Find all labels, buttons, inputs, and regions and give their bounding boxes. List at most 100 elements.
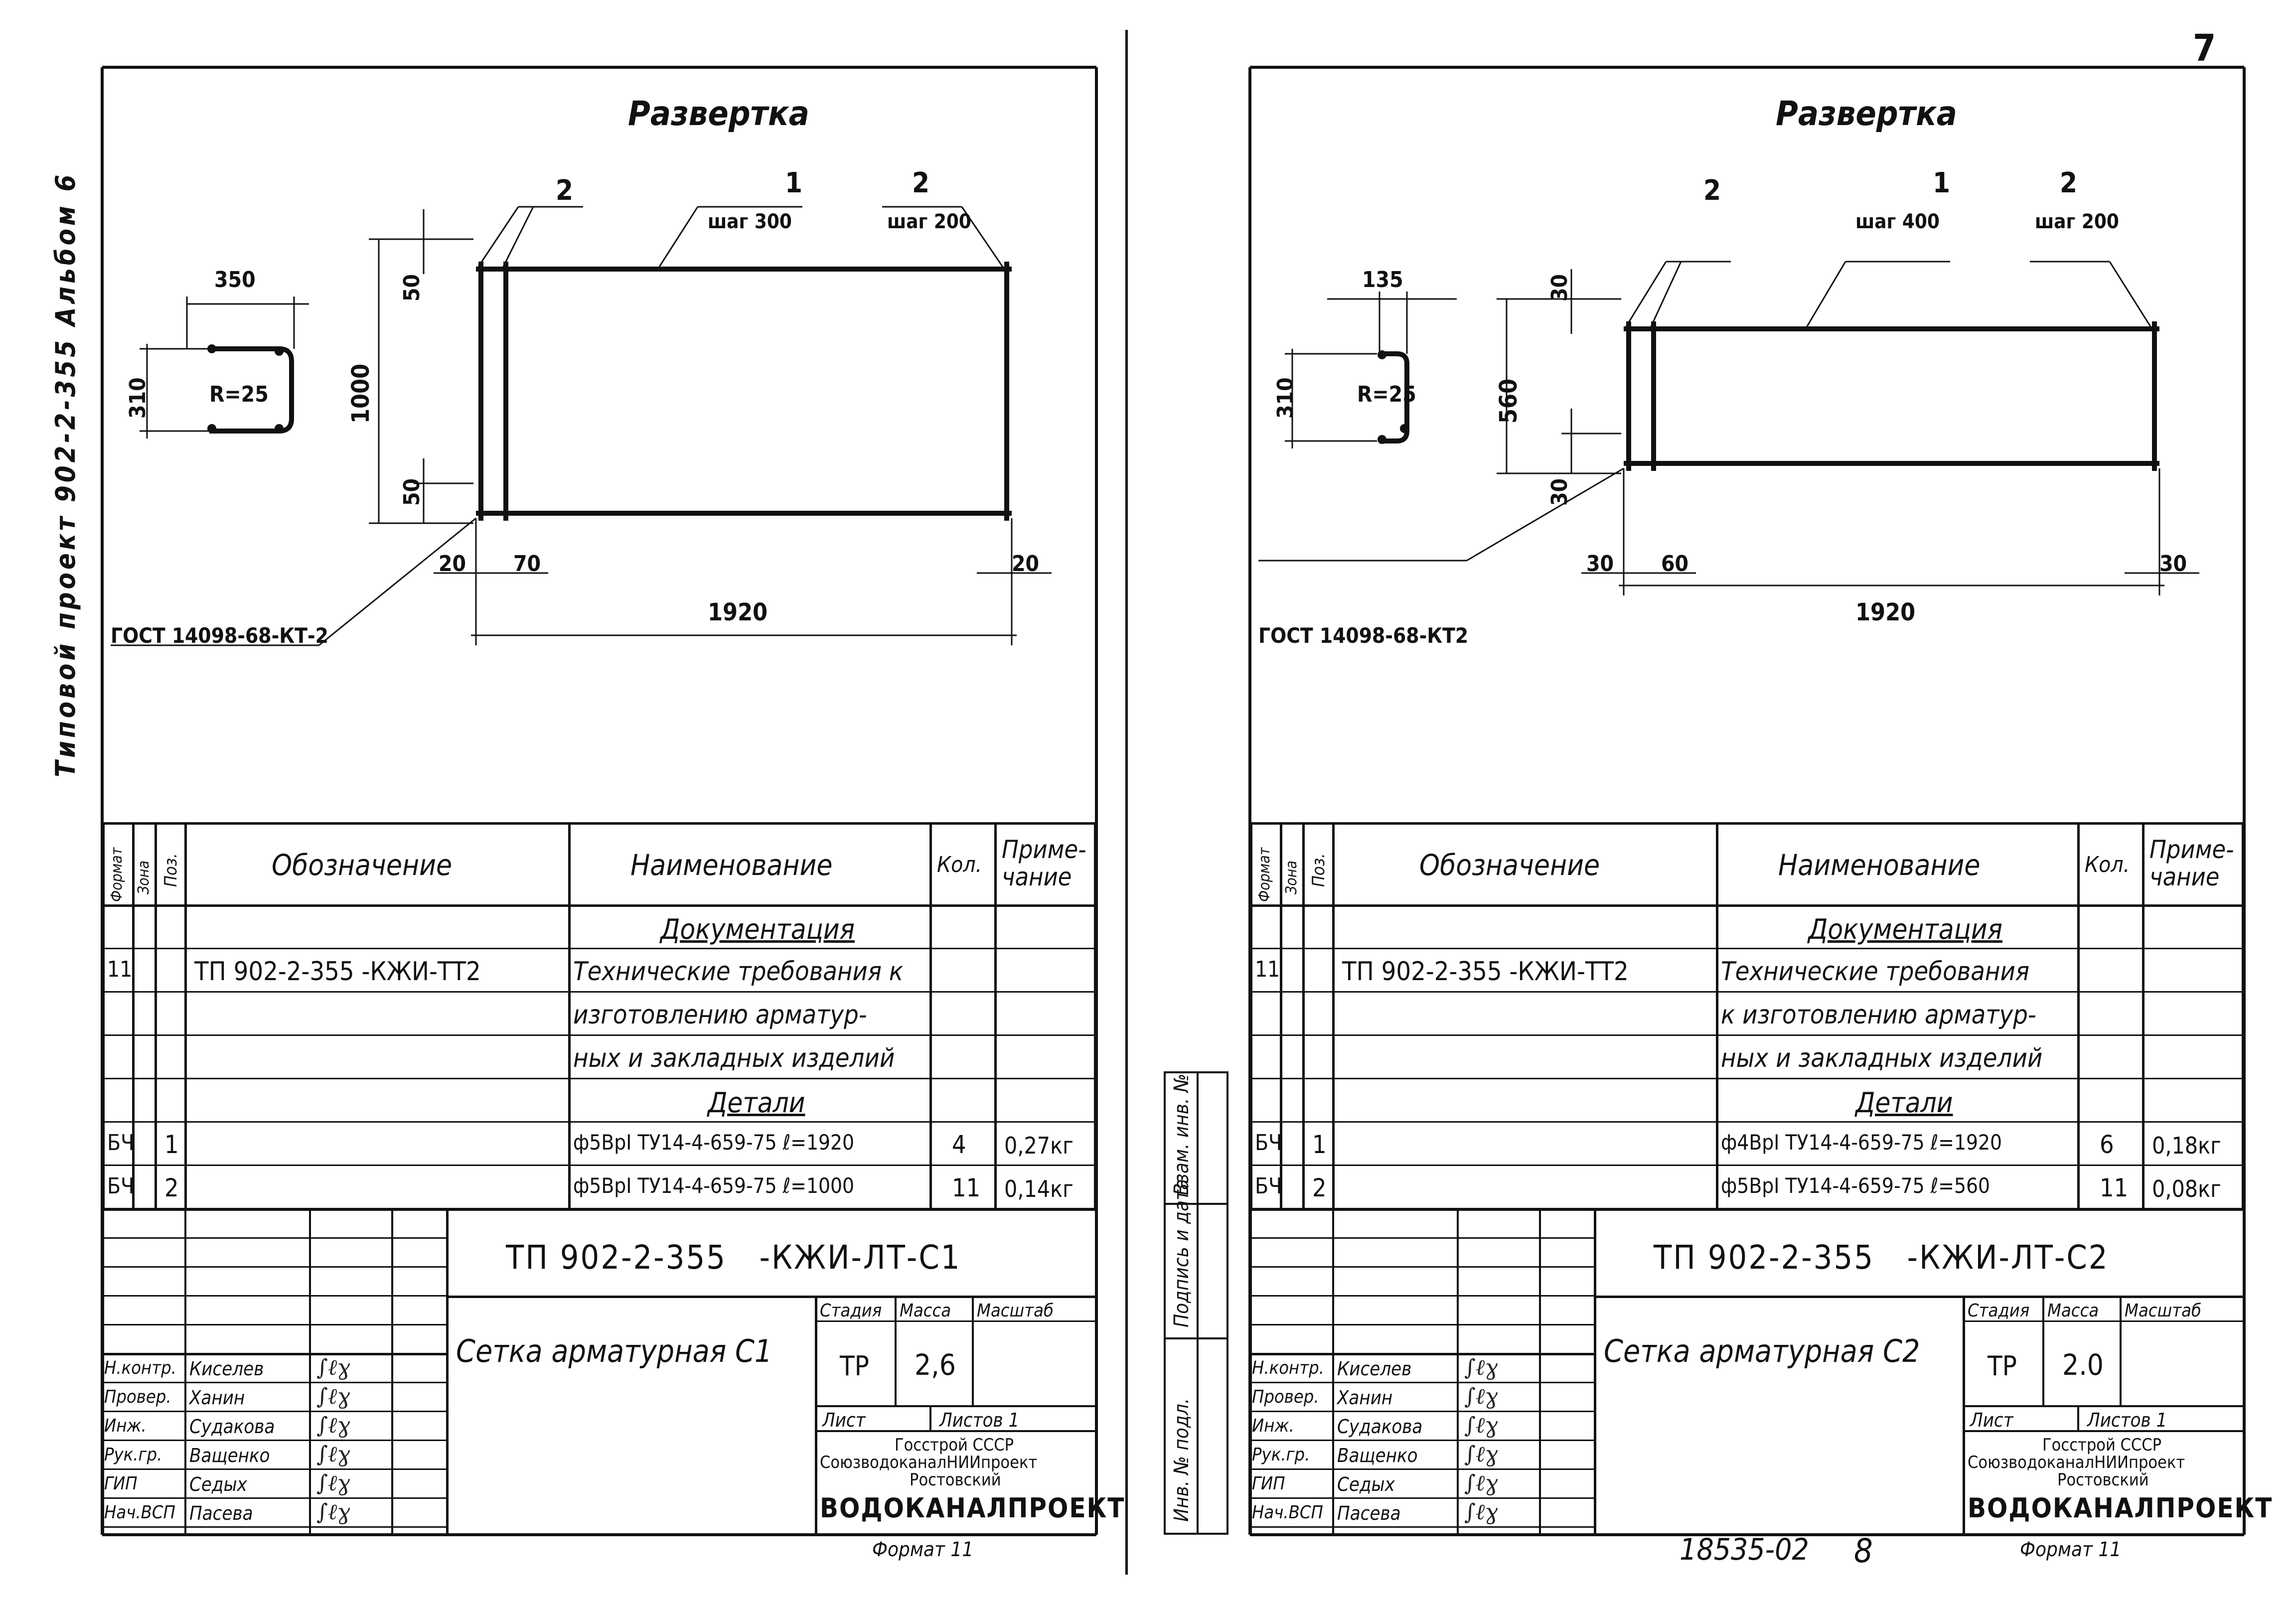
spec-header-pos: Поз.	[161, 853, 181, 887]
stirrup-profile	[1379, 351, 1409, 443]
spec-header-qty: Кол.	[2085, 852, 2130, 877]
stamp-role: Рук.гр.	[1252, 1445, 1310, 1465]
profile-width-label: 350	[214, 267, 256, 292]
stamp-person: Ващенко	[189, 1445, 270, 1466]
tblock-mid-col	[446, 1208, 449, 1535]
callout-pos1: 1	[1933, 167, 1951, 199]
spec-cell-name: изготовлению арматур-	[573, 1000, 867, 1030]
stamp-info-row	[815, 1320, 1096, 1322]
spec-cell-note: 0,18кг	[2152, 1132, 2221, 1159]
signature: ∫ℓɣ	[316, 1355, 350, 1380]
stamp-sheets-label: Листов 1	[939, 1409, 1020, 1431]
tblock-col-line	[102, 1208, 104, 1535]
tblock-row-line	[1250, 1266, 1594, 1268]
stamp-role: Н.контр.	[104, 1358, 176, 1378]
weld-point	[1400, 424, 1409, 433]
signature: ∫ℓɣ	[1464, 1470, 1498, 1496]
tblock-row-line	[102, 1382, 446, 1383]
stamp-role: Нач.ВСП	[1252, 1502, 1323, 1523]
spec-cell-name: к изготовлению арматур-	[1721, 1000, 2036, 1030]
tblock-row-line	[102, 1266, 446, 1268]
stamp-role: Рук.гр.	[104, 1445, 162, 1465]
spec-col-line	[184, 822, 187, 1208]
stamp-person: Киселев	[189, 1358, 264, 1380]
spec-cell-pos: 2	[1312, 1173, 1327, 1202]
tblock-row-line	[102, 1295, 446, 1297]
callout-pos1-step: шаг 400	[1855, 210, 1940, 233]
tblock-col-line	[1539, 1208, 1541, 1535]
spec-cell-name: ф5ВрI ТУ14-4-659-75 ℓ=560	[1721, 1173, 1990, 1198]
spec-cell-note: 0,27кг	[1004, 1132, 1073, 1159]
right-a-label: 20	[1012, 551, 1040, 577]
stamp-role: Провер.	[1252, 1387, 1319, 1407]
spec-cell-format: БЧ	[107, 1173, 135, 1199]
tblock-col-line	[1332, 1208, 1334, 1535]
stamp-sheet-label: Лист	[822, 1409, 866, 1431]
gost-callout: ГОСТ 14098-68-КТ2	[1258, 623, 1469, 648]
spec-row-line	[102, 1165, 1096, 1166]
page-number: 7	[2193, 27, 2216, 70]
stamp-info-row	[1963, 1320, 2244, 1322]
signature: ∫ℓɣ	[1464, 1355, 1498, 1380]
tblock-row-line	[1250, 1526, 1594, 1528]
sheet-divider	[1125, 30, 1128, 1575]
signature: ∫ℓɣ	[316, 1413, 350, 1438]
length-total-label: 1920	[1855, 598, 1916, 626]
signature: ∫ℓɣ	[316, 1470, 350, 1496]
tblock-mid-col	[1594, 1208, 1596, 1535]
spec-cell-format: БЧ	[107, 1130, 135, 1156]
stamp-sheets-label: Листов 1	[2087, 1409, 2167, 1431]
stamp-person: Ханин	[189, 1387, 245, 1409]
tblock-row-line	[102, 1497, 446, 1499]
spec-header-line	[1250, 904, 2244, 907]
bottom-offset-label: 50	[399, 478, 425, 506]
stamp-info-col	[895, 1296, 897, 1405]
stamp-org-3: Ростовский	[2057, 1470, 2149, 1490]
stamp-person: Седых	[1337, 1473, 1395, 1495]
callout-pos2b: 2	[2060, 167, 2078, 199]
spec-row-line	[102, 1078, 1096, 1079]
stamp-code: ТП 902-2-355 -КЖИ-ЛТ-С1	[506, 1238, 961, 1277]
tblock-row-line	[1250, 1295, 1594, 1297]
spec-col-line	[2077, 822, 2080, 1208]
spec-col-line	[2242, 822, 2244, 1208]
spec-cell-pos: 1	[164, 1130, 179, 1159]
stamp-mass-label: Масса	[900, 1301, 951, 1321]
profile-height-label: 310	[125, 377, 151, 419]
spec-header-zone: Зона	[1283, 861, 1300, 894]
spec-cell-pos: 2	[164, 1173, 179, 1202]
tblock-row-line	[1250, 1353, 1594, 1355]
stamp-stage: ТР	[1988, 1350, 2017, 1382]
spec-cell-format: 11	[1255, 957, 1280, 982]
weld-point	[207, 344, 216, 353]
stamp-info-row	[815, 1430, 1096, 1432]
stamp-info-col	[2120, 1296, 2122, 1405]
spec-col-line	[1302, 822, 1305, 1208]
stamp-code: ТП 902-2-355 -КЖИ-ЛТ-С2	[1654, 1238, 2109, 1277]
spec-cell-designation: ТП 902-2-355 -КЖИ-ТТ2	[194, 957, 481, 987]
signature: ∫ℓɣ	[1464, 1442, 1498, 1467]
callout-pos2a: 2	[556, 174, 574, 207]
spec-cell-section: Документация	[1808, 913, 2002, 946]
tblock-row-line	[1250, 1468, 1594, 1470]
spec-cell-pos: 1	[1312, 1130, 1327, 1159]
spec-cell-name: ф5ВрI ТУ14-4-659-75 ℓ=1000	[573, 1173, 855, 1198]
spec-col-line	[1280, 822, 1282, 1208]
spec-row-line	[102, 948, 1096, 949]
spec-cell-qty: 11	[2100, 1173, 2129, 1202]
stamp-sheet-label: Лист	[1970, 1409, 2013, 1431]
spec-header-qty: Кол.	[937, 852, 982, 877]
tblock-col-line	[309, 1208, 311, 1535]
spec-row-line	[1250, 1078, 2244, 1079]
weld-point	[275, 424, 284, 433]
signature: ∫ℓɣ	[316, 1499, 350, 1525]
spec-cell-format: БЧ	[1255, 1130, 1282, 1156]
gost-callout: ГОСТ 14098-68-КТ-2	[111, 623, 328, 648]
stamp-person: Седых	[189, 1473, 247, 1495]
spec-col-line	[154, 822, 157, 1208]
spec-cell-name: ф5ВрI ТУ14-4-659-75 ℓ=1920	[573, 1130, 855, 1155]
drawing-title: Развертка	[628, 94, 809, 134]
spec-row-line	[1250, 991, 2244, 993]
